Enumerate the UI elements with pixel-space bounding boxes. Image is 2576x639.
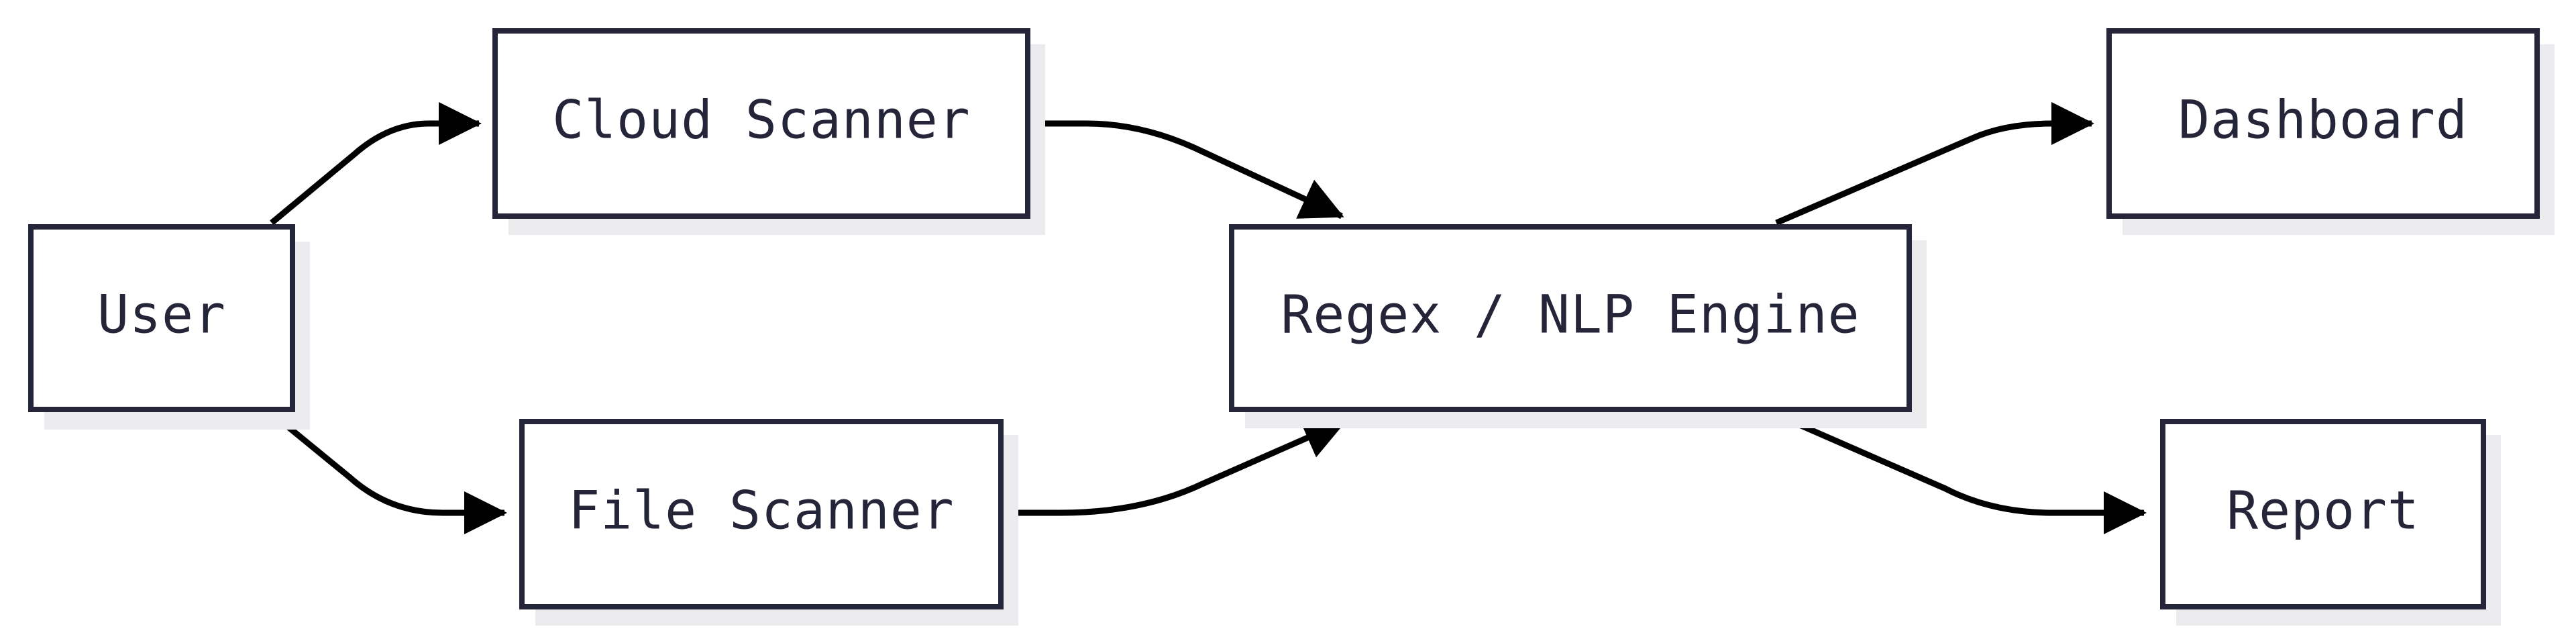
- node-box: [2160, 419, 2486, 609]
- node-regex-nlp-engine[interactable]: Regex / NLP Engine: [1229, 224, 1927, 428]
- node-report[interactable]: Report: [2160, 419, 2501, 626]
- edge-file-scanner-to-engine: [1001, 417, 1347, 516]
- edge-engine-to-report: [1775, 411, 2147, 534]
- edge-engine-to-dashboard: [1775, 102, 2094, 226]
- node-label-user: User: [97, 285, 226, 345]
- node-user[interactable]: User: [28, 224, 310, 430]
- node-box: [1229, 224, 1912, 412]
- node-label-dashboard: Dashboard: [2178, 90, 2468, 150]
- edge-user-to-cloud-scanner: [270, 102, 482, 226]
- node-box: [492, 28, 1030, 219]
- node-box: [519, 419, 1004, 609]
- edge-cloud-scanner-to-engine: [1028, 120, 1344, 219]
- node-dashboard[interactable]: Dashboard: [2106, 28, 2555, 235]
- node-label-report: Report: [2226, 481, 2420, 541]
- node-label-file-scanner: File Scanner: [568, 481, 955, 541]
- edge-user-to-file-scanner: [270, 411, 507, 534]
- node-box: [2106, 28, 2540, 219]
- node-label-cloud-scanner: Cloud Scanner: [552, 90, 970, 150]
- node-box: [28, 224, 295, 412]
- edges: [270, 102, 2147, 534]
- node-cloud-scanner[interactable]: Cloud Scanner: [492, 28, 1045, 235]
- node-file-scanner[interactable]: File Scanner: [519, 419, 1018, 626]
- node-label-regex-nlp-engine: Regex / NLP Engine: [1281, 285, 1860, 345]
